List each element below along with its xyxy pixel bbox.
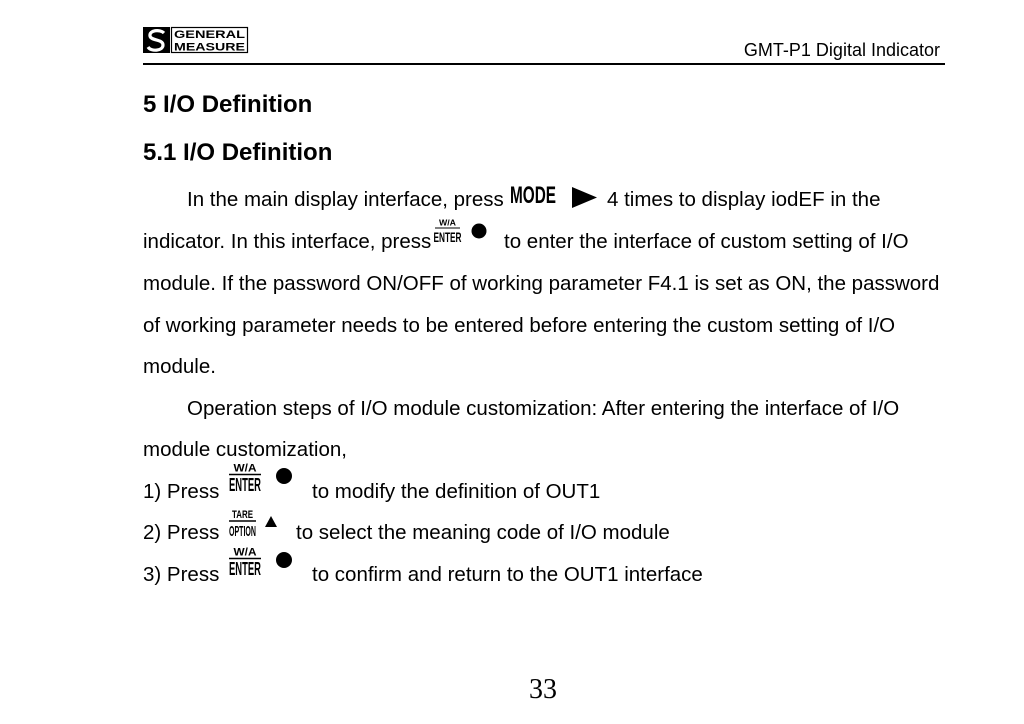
paragraph-2-line-2-text: module customization,: [143, 438, 347, 461]
enter-key-top-label: W/A: [234, 547, 257, 559]
enter-key-top-label: W/A: [439, 218, 456, 228]
section-heading: 5 I/O Definition: [143, 91, 313, 118]
option-key-bottom-label: OPTION: [229, 523, 256, 540]
enter-key-icon: W/A ENTER: [434, 218, 462, 246]
enter-key-bottom-label: ENTER: [434, 229, 462, 245]
paragraph-1-line-2-text: indicator. In this interface, press: [143, 230, 432, 253]
enter-key-icon: W/A ENTER: [229, 463, 261, 495]
company-logo: GENERAL MEASURE: [143, 26, 249, 54]
paragraph-1-line-5-text: module.: [143, 355, 216, 378]
step-1-text: to modify the definition of OUT1: [312, 480, 601, 503]
paragraph-1-line-2-continuation: to enter the interface of custom setting…: [504, 230, 909, 253]
paragraph-1-line-1-text: In the main display interface, press: [187, 188, 504, 211]
paragraph-1-line-3-text: module. If the password ON/OFF of workin…: [143, 272, 940, 295]
logo-text-measure: MEASURE: [174, 42, 245, 54]
tare-option-key-icon: TARE OPTION: [229, 509, 256, 540]
logo-text-general: GENERAL: [174, 29, 245, 41]
up-arrow-icon: [265, 516, 277, 527]
subsection-heading: 5.1 I/O Definition: [143, 139, 333, 166]
paragraph-1-line-1-continuation: 4 times to display iodEF in the: [607, 188, 881, 211]
header-divider: [143, 63, 945, 65]
tare-key-top-label: TARE: [232, 509, 253, 521]
dot-icon: [276, 468, 292, 484]
step-2-label: 2) Press: [143, 521, 220, 544]
enter-key-top-label: W/A: [234, 463, 257, 475]
document-title: GMT-P1 Digital Indicator: [743, 40, 940, 60]
right-arrow-icon: [572, 187, 597, 208]
enter-key-bottom-label: ENTER: [229, 475, 261, 495]
mode-key-label: MODE: [510, 182, 556, 209]
page-number: 33: [529, 674, 557, 705]
paragraph-2-line-1-text: Operation steps of I/O module customizat…: [187, 397, 900, 420]
dot-icon: [276, 552, 292, 568]
enter-key-bottom-label: ENTER: [229, 559, 261, 579]
paragraph-1-line-4-text: of working parameter needs to be entered…: [143, 314, 896, 337]
mode-key-icon: MODE: [510, 182, 556, 209]
enter-key-icon: W/A ENTER: [229, 547, 261, 579]
step-1-label: 1) Press: [143, 480, 220, 503]
logo-emblem-icon: [143, 27, 170, 53]
step-3-text: to confirm and return to the OUT1 interf…: [312, 563, 703, 586]
step-3-label: 3) Press: [143, 563, 220, 586]
logo-text-frame: [170, 26, 249, 54]
dot-icon: [471, 223, 487, 239]
step-2-text: to select the meaning code of I/O module: [296, 521, 670, 544]
